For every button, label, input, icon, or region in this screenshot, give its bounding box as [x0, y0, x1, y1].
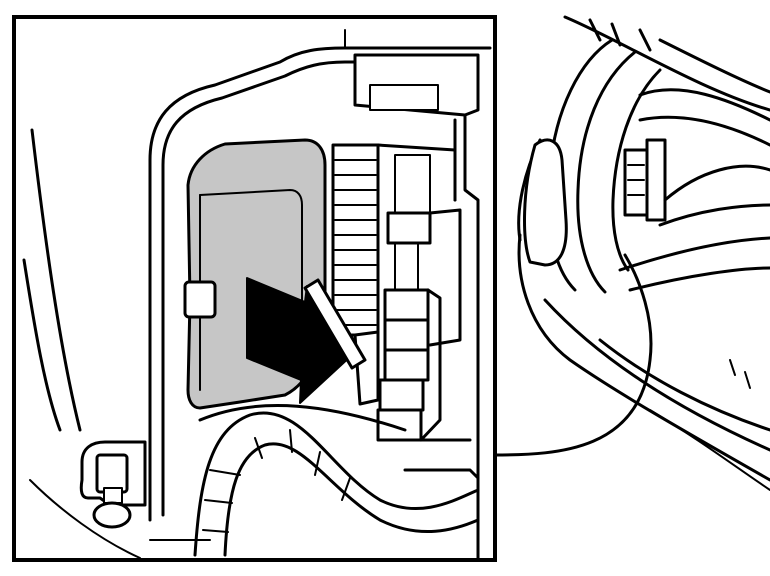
detail-inset: [12, 15, 497, 562]
lock-button-icon: [79, 440, 147, 529]
fuse-block: [331, 143, 380, 337]
fuse-puller: [303, 278, 367, 370]
cover-latch: [183, 280, 217, 319]
top-tab: [369, 84, 439, 111]
pulled-fuse: [353, 330, 380, 406]
wiring-harness: [193, 411, 480, 557]
vehicle-view: [517, 15, 770, 491]
relay-housing: [394, 154, 431, 221]
connector-to-vehicle-view: [493, 253, 653, 457]
mini-fuse-block: [623, 138, 667, 222]
arrow-pointing-down-right: [246, 277, 353, 404]
side-trim: [523, 138, 568, 267]
relay-top: [386, 211, 432, 245]
fuse-stack: [376, 288, 442, 442]
